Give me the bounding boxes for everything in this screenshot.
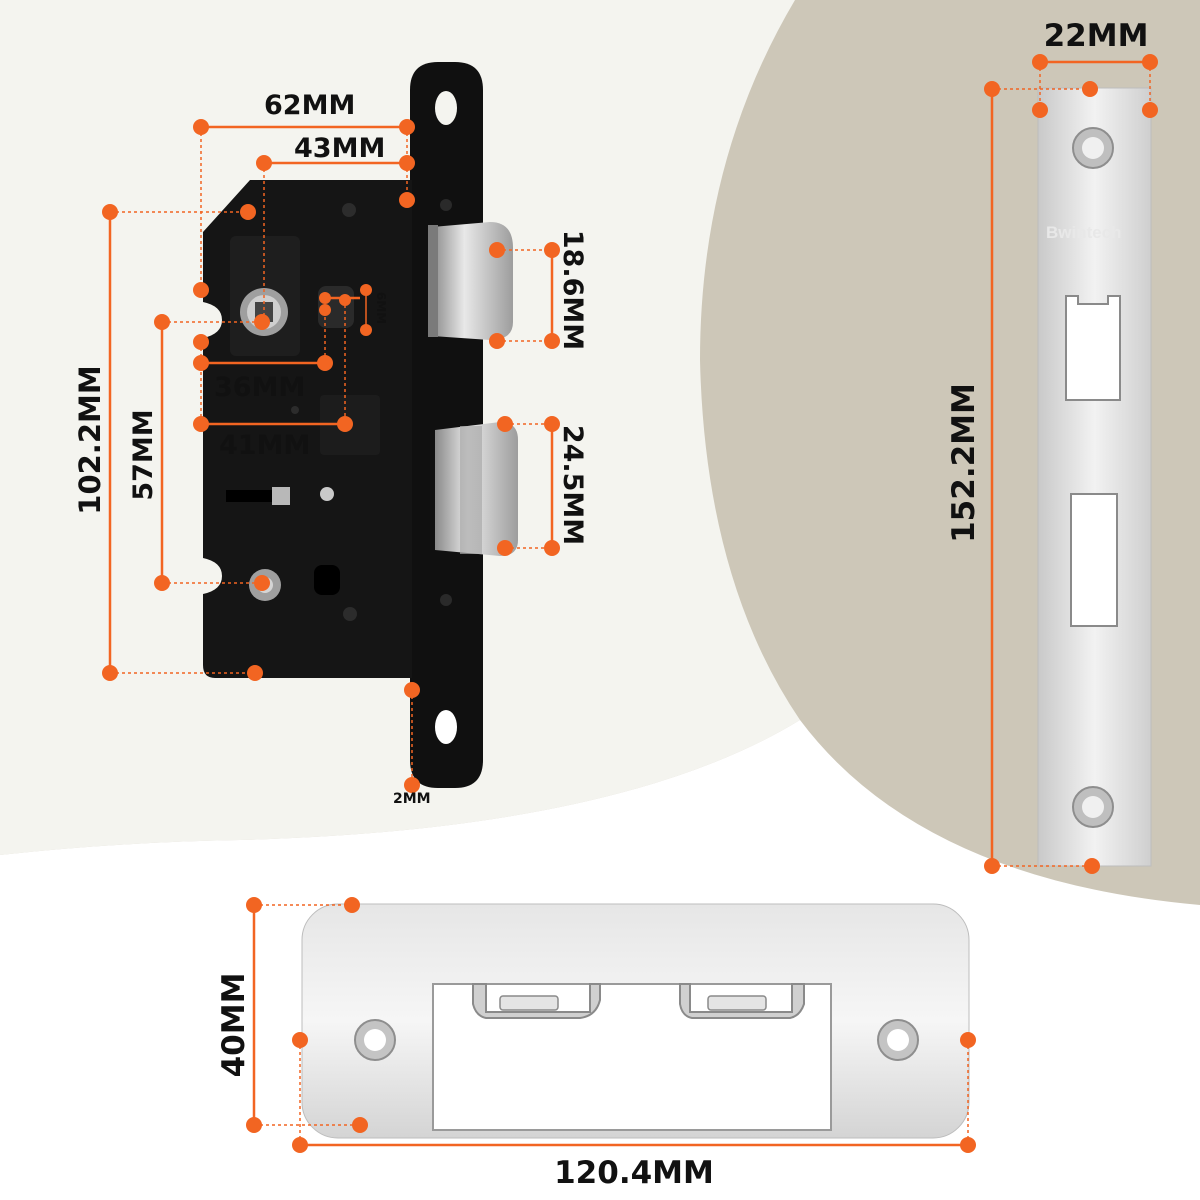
label-center-distance: 57MM xyxy=(128,409,159,500)
dimension-endpoint-dot xyxy=(544,333,560,349)
lock-faceplate xyxy=(410,62,483,788)
dimension-endpoint-dot xyxy=(193,416,209,432)
dead-bolt-shade xyxy=(460,426,482,554)
key-slot-lever xyxy=(272,487,290,505)
dimension-endpoint-dot xyxy=(247,665,263,681)
dimension-endpoint-dot xyxy=(544,540,560,556)
dimension-endpoint-dot xyxy=(489,333,505,349)
dimension-endpoint-dot xyxy=(102,665,118,681)
lower-slot xyxy=(314,565,340,595)
dimension-endpoint-dot xyxy=(154,575,170,591)
faceplate-bolt-opening xyxy=(1070,493,1118,627)
strike-plate-opening xyxy=(432,983,832,1131)
dimension-endpoint-dot xyxy=(339,294,351,306)
dimension-endpoint-dot xyxy=(399,119,415,135)
strike-faceplate-vertical: Bwintech xyxy=(1037,87,1152,867)
dimension-endpoint-dot xyxy=(352,1117,368,1133)
dimension-endpoint-dot xyxy=(360,324,372,336)
faceplate-vertical-plate xyxy=(1037,87,1152,867)
dimension-endpoint-dot xyxy=(154,314,170,330)
label-faceplate-length: 152.2MM xyxy=(946,383,982,543)
mortise-lock-body xyxy=(203,62,518,788)
dimension-endpoint-dot xyxy=(292,1032,308,1048)
brand-logo-text: Bwintech xyxy=(1046,223,1122,242)
label-cam-hole: 6MM xyxy=(374,292,388,324)
dimension-endpoint-dot xyxy=(489,242,505,258)
dimension-endpoint-dot xyxy=(984,81,1000,97)
strike-tab-right xyxy=(679,983,805,1019)
faceplate-bottom-hole xyxy=(435,710,457,744)
faceplate-top-hole xyxy=(435,91,457,125)
dimension-endpoint-dot xyxy=(102,204,118,220)
dimension-endpoint-dot xyxy=(256,155,272,171)
strike-plate-left-hole-inner xyxy=(364,1029,386,1051)
label-strike-height: 40MM xyxy=(216,973,252,1078)
strike-tab-right-clip xyxy=(707,995,767,1011)
label-height-total: 102.2MM xyxy=(73,365,107,514)
label-backset: 43MM xyxy=(294,133,385,164)
dimension-endpoint-dot xyxy=(344,897,360,913)
dimension-endpoint-dot xyxy=(544,416,560,432)
dimension-endpoint-dot xyxy=(1032,54,1048,70)
dimension-endpoint-dot xyxy=(317,355,333,371)
dimension-endpoint-dot xyxy=(319,304,331,316)
dimension-endpoint-dot xyxy=(193,119,209,135)
latch-edge xyxy=(428,225,438,337)
dimension-lines xyxy=(108,60,1151,1147)
dimension-labels: 62MM 43MM 102.2MM 57MM 36MM 41MM 6MM 2MM… xyxy=(73,18,1148,1191)
dimension-endpoint-dot xyxy=(404,777,420,793)
dimension-endpoint-dot xyxy=(960,1137,976,1153)
label-width-total: 62MM xyxy=(264,90,355,121)
dimension-endpoint-dot xyxy=(1084,858,1100,874)
dimension-endpoint-dot xyxy=(254,575,270,591)
label-spindle-to-cam: 36MM xyxy=(214,372,305,403)
dimension-endpoint-dot xyxy=(254,314,270,330)
faceplate-latch-opening xyxy=(1065,295,1121,401)
strike-plate-right-hole-inner xyxy=(887,1029,909,1051)
dimension-endpoint-dot xyxy=(399,192,415,208)
dimension-endpoint-dot xyxy=(337,416,353,432)
strike-tab-left-clip xyxy=(499,995,559,1011)
dimension-endpoint-dot xyxy=(1032,102,1048,118)
dimension-endpoint-dot xyxy=(193,355,209,371)
dimension-endpoint-dot xyxy=(292,1137,308,1153)
dimension-endpoint-dot xyxy=(246,1117,262,1133)
dimension-endpoint-dot xyxy=(399,155,415,171)
dimension-endpoint-dot xyxy=(1142,54,1158,70)
case-screw-top xyxy=(342,203,356,217)
dimension-endpoint-dot xyxy=(497,540,513,556)
label-strike-length: 120.4MM xyxy=(554,1155,714,1191)
dimension-endpoint-dot xyxy=(246,897,262,913)
latch-bolt xyxy=(432,222,513,340)
label-faceplate-width: 22MM xyxy=(1044,18,1149,54)
dimension-endpoint-dot xyxy=(360,284,372,296)
dimension-endpoints xyxy=(102,54,1158,1153)
label-faceplate-thickness: 2MM xyxy=(393,791,431,807)
faceplate-vertical-top-hole-inner xyxy=(1082,137,1104,159)
strike-plate-horizontal xyxy=(301,903,970,1139)
dimension-endpoint-dot xyxy=(984,858,1000,874)
strike-tab-left xyxy=(472,983,601,1019)
dimension-endpoint-dot xyxy=(240,204,256,220)
label-bolt-height: 24.5MM xyxy=(557,425,588,545)
dimension-endpoint-dot xyxy=(1082,81,1098,97)
dimension-endpoint-dot xyxy=(960,1032,976,1048)
dimension-endpoint-dot xyxy=(193,282,209,298)
dimension-endpoint-dot xyxy=(193,334,209,350)
dimension-endpoint-dot xyxy=(1142,102,1158,118)
case-rivet xyxy=(291,406,299,414)
dimension-endpoint-dot xyxy=(497,416,513,432)
case-pin xyxy=(320,487,334,501)
label-spindle-to-cam-far: 41MM xyxy=(219,430,310,461)
case-screw-bottom xyxy=(343,607,357,621)
faceplate-vertical-bottom-hole-inner xyxy=(1082,796,1104,818)
faceplate-screw-top xyxy=(440,199,452,211)
dimension-endpoint-dot xyxy=(319,292,331,304)
label-latch-height: 18.6MM xyxy=(557,230,588,350)
faceplate-screw-bottom xyxy=(440,594,452,606)
dimension-endpoint-dot xyxy=(544,242,560,258)
dimension-endpoint-dot xyxy=(404,682,420,698)
